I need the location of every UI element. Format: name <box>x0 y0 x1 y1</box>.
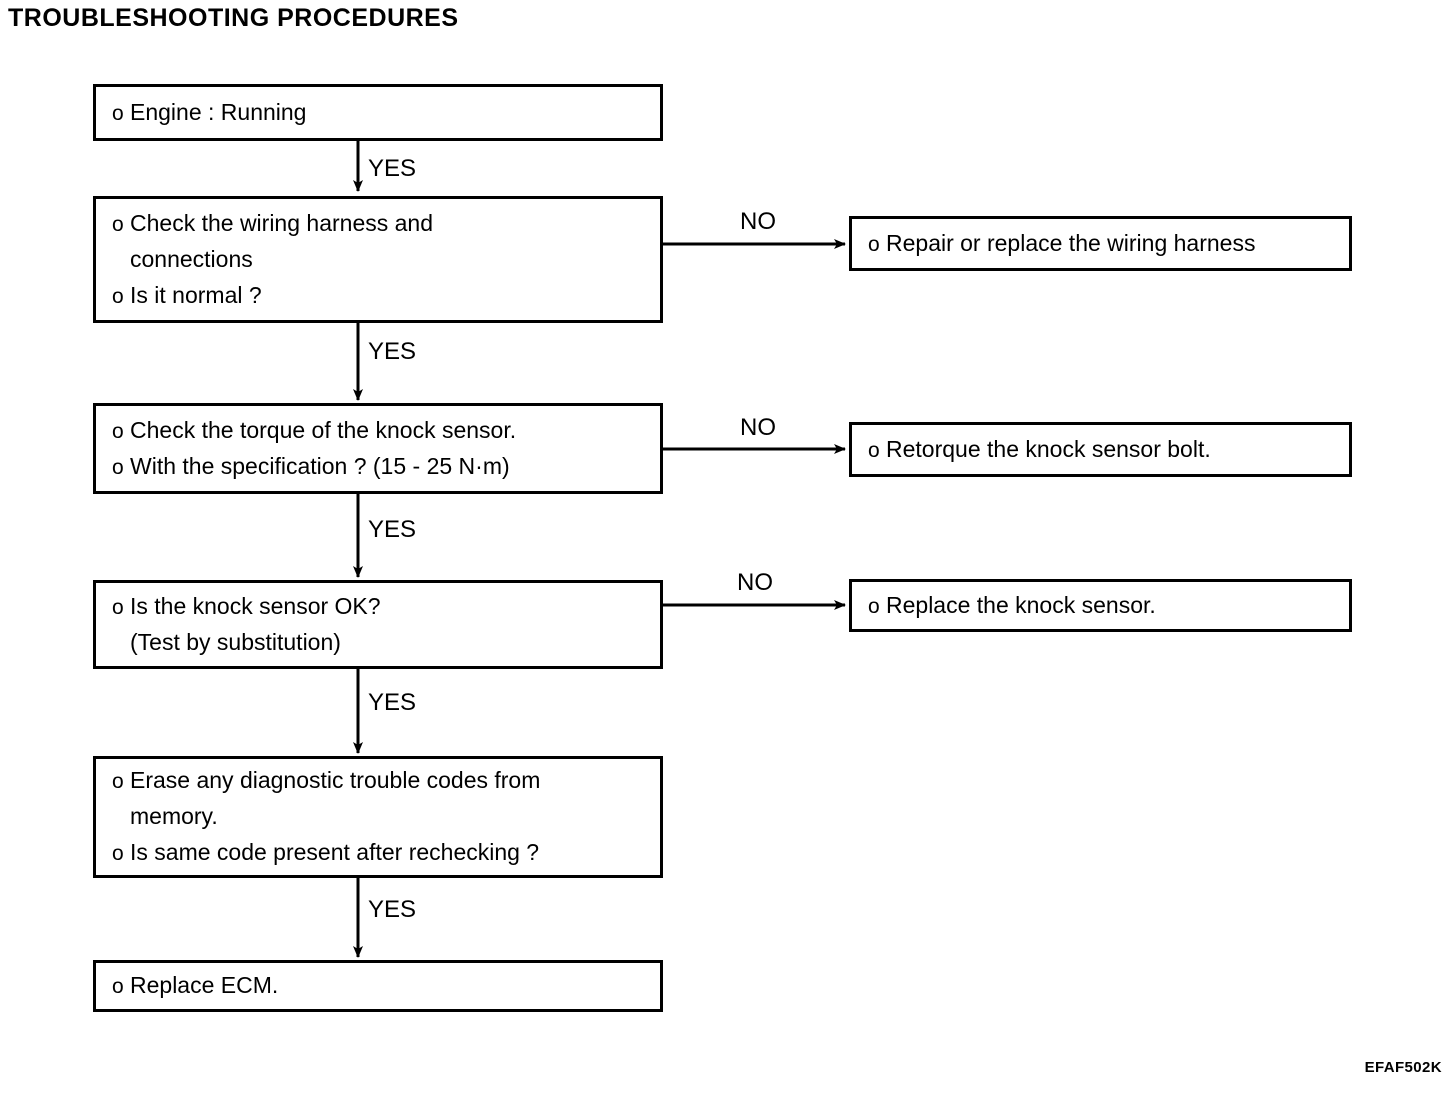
bullet-glyph: o <box>112 101 124 125</box>
box-line: o Retorque the knock sensor bolt. <box>852 432 1349 468</box>
box-line: o memory. <box>96 799 660 835</box>
box-line: o connections <box>96 242 660 278</box>
box-text: Repair or replace the wiring harness <box>886 229 1256 256</box>
box-line: o Is same code present after rechecking … <box>96 835 660 871</box>
box-text: With the specification ? (15 - 25 N·m) <box>130 452 510 479</box>
box-text: Replace ECM. <box>130 972 279 998</box>
flow-step-engine-running[interactable]: o Engine : Running <box>93 84 663 141</box>
box-text: Check the wiring harness and <box>130 209 433 236</box>
flow-action-retorque-bolt[interactable]: o Retorque the knock sensor bolt. <box>849 422 1352 477</box>
box-text: Is same code present after rechecking ? <box>130 839 540 865</box>
box-line: o (Test by substitution) <box>96 625 660 661</box>
box-text: Retorque the knock sensor bolt. <box>886 435 1211 462</box>
bullet-glyph: o <box>112 284 124 308</box>
box-text: Engine : Running <box>130 98 307 125</box>
flow-step-knock-sensor-ok[interactable]: o Is the knock sensor OK? o (Test by sub… <box>93 580 663 669</box>
bullet-glyph: o <box>112 455 124 479</box>
flow-step-erase-codes[interactable]: o Erase any diagnostic trouble codes fro… <box>93 756 663 878</box>
flow-action-repair-wiring-harness[interactable]: o Repair or replace the wiring harness <box>849 216 1352 271</box>
bullet-glyph: o <box>112 975 124 998</box>
bullet-glyph: o <box>868 438 880 462</box>
bullet-glyph: o <box>868 232 880 256</box>
edge-label-yes-1: YES <box>368 155 417 182</box>
box-line: o Erase any diagnostic trouble codes fro… <box>96 763 660 799</box>
box-line: o Repair or replace the wiring harness <box>852 226 1349 262</box>
bullet-glyph: o <box>112 770 124 793</box>
box-text: Erase any diagnostic trouble codes from <box>130 767 541 793</box>
bullet-glyph: o <box>868 594 880 618</box>
bullet-glyph: o <box>112 212 124 236</box>
edge-label-no-1: NO <box>740 208 776 235</box>
edge-label-yes-2: YES <box>368 338 417 365</box>
flow-step-check-torque[interactable]: o Check the torque of the knock sensor. … <box>93 403 663 494</box>
bullet-glyph: o <box>112 842 124 865</box>
box-line: o Replace ECM. <box>96 968 660 1004</box>
bullet-glyph: o <box>112 595 124 619</box>
box-line: o Engine : Running <box>96 95 660 131</box>
bullet-glyph: o <box>112 419 124 443</box>
edge-label-no-2: NO <box>740 414 776 441</box>
box-line: o With the specification ? (15 - 25 N·m) <box>96 449 660 485</box>
box-text: Is the knock sensor OK? <box>130 592 381 619</box>
box-line: o Check the torque of the knock sensor. <box>96 413 660 449</box>
figure-reference-code: EFAF502K <box>1364 1059 1442 1076</box>
box-line: o Check the wiring harness and <box>96 206 660 242</box>
page-title: TROUBLESHOOTING PROCEDURES <box>8 4 459 32</box>
box-line: o Is the knock sensor OK? <box>96 589 660 625</box>
flow-step-check-wiring-harness[interactable]: o Check the wiring harness and o connect… <box>93 196 663 323</box>
box-text: Check the torque of the knock sensor. <box>130 416 517 443</box>
box-line: o Replace the knock sensor. <box>852 588 1349 624</box>
edge-label-yes-4: YES <box>368 689 417 716</box>
flow-action-replace-knock-sensor[interactable]: o Replace the knock sensor. <box>849 579 1352 632</box>
box-text: Replace the knock sensor. <box>886 591 1156 618</box>
box-text: Is it normal ? <box>130 281 262 308</box>
edge-label-no-3: NO <box>737 569 773 596</box>
box-line: o Is it normal ? <box>96 278 660 314</box>
box-text: connections <box>130 245 253 272</box>
edge-label-yes-3: YES <box>368 516 417 543</box>
box-text: (Test by substitution) <box>130 628 341 655</box>
box-text: memory. <box>130 803 218 829</box>
flow-step-replace-ecm[interactable]: o Replace ECM. <box>93 960 663 1012</box>
edge-label-yes-5: YES <box>368 896 417 923</box>
